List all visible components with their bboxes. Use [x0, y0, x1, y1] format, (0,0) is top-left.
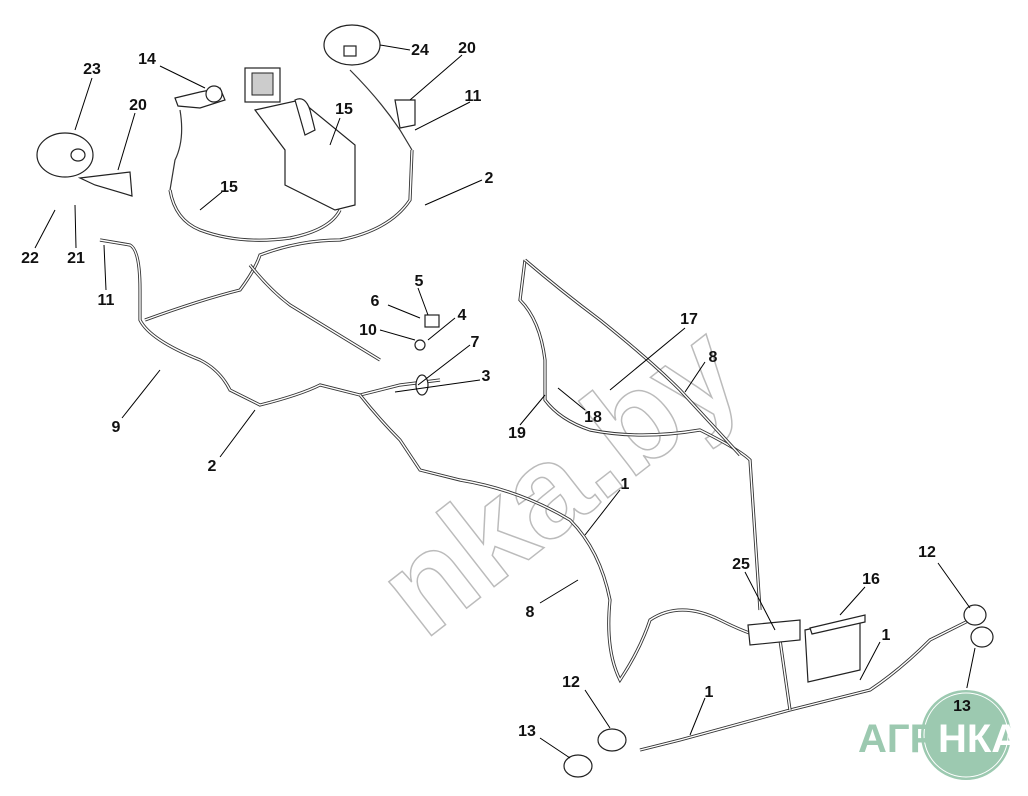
callout: 22: [21, 250, 39, 267]
svg-text:АГРО: АГРО: [858, 717, 967, 761]
control-console-15: [244, 67, 356, 211]
callout: 18: [584, 409, 602, 426]
watermark: nka.by: [352, 295, 766, 664]
callout: 4: [458, 307, 467, 324]
callout: 19: [508, 425, 526, 442]
callout: 24: [411, 42, 429, 59]
svg-text:НКА: НКА: [938, 717, 1020, 761]
callout: 20: [129, 97, 147, 114]
harness-wires: [99, 69, 971, 752]
lamps-12-13: [563, 604, 994, 778]
relay-5-6: [414, 314, 440, 396]
lamp-24: [323, 24, 416, 129]
callout: 17: [680, 311, 698, 328]
callout: 12: [562, 674, 580, 691]
callout: 16: [862, 571, 880, 588]
lamp-23: [36, 132, 133, 197]
callout: 2: [208, 458, 217, 475]
callout-labels: 23 14 20 15 15 24 20 11 2 22 21 11 5 6 4…: [21, 40, 971, 740]
callout: 1: [882, 627, 891, 644]
callout: 25: [732, 556, 750, 573]
callout: 15: [335, 101, 353, 118]
callout: 12: [918, 544, 936, 561]
callout: 6: [371, 293, 380, 310]
leader-lines: [34, 44, 976, 759]
callout: 5: [415, 273, 424, 290]
callout: 11: [98, 292, 115, 309]
callout: 2: [485, 170, 494, 187]
callout: 11: [465, 88, 482, 105]
callout: 13: [953, 698, 971, 715]
callout: 9: [112, 419, 121, 436]
callout: 21: [67, 250, 85, 267]
callout: 15: [220, 179, 238, 196]
callout: 8: [526, 604, 535, 621]
callout: 14: [138, 51, 156, 68]
callout: 1: [621, 476, 630, 493]
callout: 20: [458, 40, 476, 57]
callout: 23: [83, 61, 101, 78]
agronka-logo: АГРО НКА: [858, 688, 1020, 782]
callout: 1: [705, 684, 714, 701]
callout: 10: [359, 322, 377, 339]
bracket-16: [747, 614, 866, 683]
callout: 7: [471, 334, 480, 351]
callout: 3: [482, 368, 491, 385]
callout: 8: [709, 349, 718, 366]
switch-14: [174, 85, 226, 109]
callout: 13: [518, 723, 536, 740]
